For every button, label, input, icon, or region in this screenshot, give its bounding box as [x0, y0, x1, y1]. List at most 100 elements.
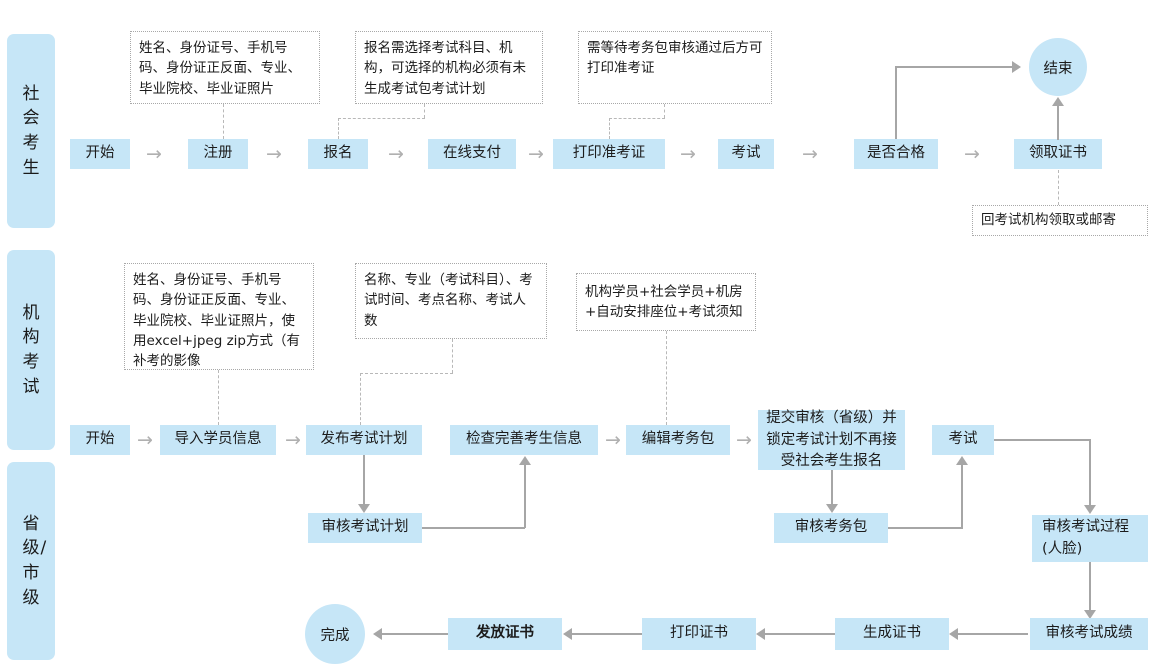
- note-plan-fields: 名称、专业（考试科目）、考试时间、考点名称、考试人数: [355, 263, 547, 339]
- node-generate-certificate-label: 生成证书: [863, 625, 921, 642]
- note-signup-leader-v2: [338, 118, 339, 139]
- node-publish-exam-plan[interactable]: 发布考试计划: [306, 425, 422, 455]
- arrow-check-to-edit-package: →: [605, 429, 621, 451]
- node-signup-label: 报名: [323, 145, 353, 162]
- arrow-exam-to-qualified: →: [802, 143, 818, 165]
- node-end[interactable]: 结束: [1029, 38, 1087, 96]
- arrowhead-qualified-to-end: [1012, 61, 1021, 73]
- arrow-signup-to-payment: →: [388, 143, 404, 165]
- arrow-payment-to-ticket: →: [528, 143, 544, 165]
- node-start[interactable]: 开始: [70, 139, 130, 169]
- node-end-label: 结束: [1043, 60, 1073, 77]
- connector-claim-up: [1057, 106, 1059, 140]
- arrow-ticket-to-exam: →: [680, 143, 696, 165]
- note-claim-method-text: 回考试机构领取或邮寄: [981, 212, 1116, 229]
- note-plan-leader-h: [360, 373, 453, 374]
- connector-issue-to-finish: [382, 633, 448, 635]
- node-generate-certificate[interactable]: 生成证书: [835, 618, 949, 650]
- node-review-exam-process-label: 审核考试过程 (人脸): [1042, 519, 1129, 557]
- arrowhead-publish-to-review-plan: [358, 504, 370, 513]
- node-review-exam-process[interactable]: 审核考试过程 (人脸): [1032, 515, 1148, 562]
- arrowhead-review-plan-to-check: [519, 456, 531, 465]
- node-submit-review-lock[interactable]: 提交审核（省级）并锁定考试计划不再接受社会考生报名: [758, 410, 905, 470]
- note-import-fields-text: 姓名、身份证号、手机号码、身份证正反面、专业、毕业院校、毕业证照片，使用exce…: [133, 272, 301, 369]
- node-print-certificate[interactable]: 打印证书: [642, 618, 756, 650]
- node-review-exam-score[interactable]: 审核考试成绩: [1030, 618, 1148, 650]
- lane-social-candidate: 社会考生: [7, 34, 55, 228]
- lane-institution-exam: 机构考试: [7, 250, 55, 450]
- node-inst-exam[interactable]: 考试: [932, 425, 994, 455]
- node-edit-exam-package-label: 编辑考务包: [641, 431, 715, 448]
- node-register[interactable]: 注册: [188, 139, 248, 169]
- connector-review-package-right: [888, 527, 963, 529]
- node-inst-start[interactable]: 开始: [70, 425, 130, 455]
- note-signup-rules: 报名需选择考试科目、机构，可选择的机构必须有未生成考试包考试计划: [355, 31, 543, 104]
- arrowhead-submit-to-review-package: [826, 504, 838, 513]
- node-submit-review-lock-label: 提交审核（省级）并锁定考试计划不再接受社会考生报名: [766, 410, 897, 469]
- node-print-certificate-label: 打印证书: [670, 625, 728, 642]
- node-finish-label: 完成: [320, 627, 350, 644]
- node-review-exam-score-label: 审核考试成绩: [1045, 625, 1133, 642]
- node-review-exam-plan-label: 审核考试计划: [321, 519, 409, 536]
- node-issue-certificate[interactable]: 发放证书: [448, 618, 562, 650]
- node-finish[interactable]: 完成: [305, 604, 365, 664]
- node-start-label: 开始: [85, 145, 115, 162]
- node-check-candidate-info-label: 检查完善考生信息: [466, 431, 582, 448]
- lane-social-candidate-label: 社会考生: [22, 83, 41, 178]
- connector-inst-exam-right: [994, 439, 1090, 441]
- note-ticket-leader-v2: [609, 118, 610, 139]
- node-is-qualified-label: 是否合格: [867, 145, 925, 162]
- node-exam[interactable]: 考试: [718, 139, 774, 169]
- note-ticket-leader-v1: [664, 104, 665, 118]
- node-print-admission-ticket-label: 打印准考证: [572, 145, 646, 162]
- node-edit-exam-package[interactable]: 编辑考务包: [626, 425, 730, 455]
- node-review-exam-plan[interactable]: 审核考试计划: [308, 513, 422, 543]
- node-online-payment[interactable]: 在线支付: [428, 139, 516, 169]
- note-package-leader: [666, 331, 667, 425]
- note-package-fields: 机构学员+社会学员+机房+自动安排座位+考试须知: [576, 273, 756, 331]
- connector-generate-to-print: [765, 633, 835, 635]
- connector-submit-down: [831, 470, 833, 504]
- note-ticket-rules-text: 需等待考务包审核通过后方可打印准考证: [587, 40, 763, 77]
- connector-review-package-up: [961, 465, 963, 528]
- node-import-student-info-label: 导入学员信息: [174, 431, 262, 448]
- connector-review-process-down: [1089, 562, 1091, 610]
- arrow-inst-start-to-import: →: [137, 429, 153, 451]
- node-online-payment-label: 在线支付: [443, 145, 501, 162]
- arrowhead-exam-to-review-process: [1084, 505, 1096, 514]
- note-register-fields: 姓名、身份证号、手机号码、身份证正反面、专业、毕业院校、毕业证照片: [130, 31, 320, 104]
- lane-province-city-label: 省级/市级: [22, 513, 48, 608]
- note-claim-leader: [1058, 170, 1059, 205]
- arrowhead-print-to-issue: [563, 628, 572, 640]
- note-signup-rules-text: 报名需选择考试科目、机构，可选择的机构必须有未生成考试包考试计划: [364, 40, 526, 97]
- node-import-student-info[interactable]: 导入学员信息: [160, 425, 276, 455]
- node-claim-certificate[interactable]: 领取证书: [1014, 139, 1102, 169]
- connector-review-plan-up: [524, 465, 526, 528]
- arrowhead-claim-to-end: [1052, 97, 1064, 106]
- connector-inst-exam-down: [1089, 439, 1091, 505]
- node-exam-label: 考试: [731, 145, 761, 162]
- note-register-leader: [223, 104, 224, 139]
- note-signup-leader-v1: [424, 104, 425, 118]
- arrow-import-to-publish: →: [285, 429, 301, 451]
- node-signup[interactable]: 报名: [308, 139, 368, 169]
- arrow-start-to-register: →: [146, 143, 162, 165]
- note-signup-leader-h: [338, 118, 425, 119]
- arrowhead-generate-to-print: [756, 628, 765, 640]
- node-issue-certificate-label: 发放证书: [476, 625, 534, 642]
- connector-qualified-to-end: [895, 66, 1012, 68]
- arrowhead-score-to-generate: [949, 628, 958, 640]
- node-is-qualified[interactable]: 是否合格: [854, 139, 938, 169]
- node-inst-start-label: 开始: [85, 431, 115, 448]
- node-inst-exam-label: 考试: [948, 431, 978, 448]
- node-register-label: 注册: [203, 145, 233, 162]
- lane-province-city: 省级/市级: [7, 462, 55, 660]
- arrow-register-to-signup: →: [266, 143, 282, 165]
- node-review-exam-package-label: 审核考务包: [794, 519, 868, 536]
- connector-review-plan-right: [422, 527, 525, 529]
- node-check-candidate-info[interactable]: 检查完善考生信息: [450, 425, 598, 455]
- node-review-exam-package[interactable]: 审核考务包: [774, 513, 888, 543]
- note-import-fields: 姓名、身份证号、手机号码、身份证正反面、专业、毕业院校、毕业证照片，使用exce…: [124, 263, 314, 370]
- node-print-admission-ticket[interactable]: 打印准考证: [553, 139, 665, 169]
